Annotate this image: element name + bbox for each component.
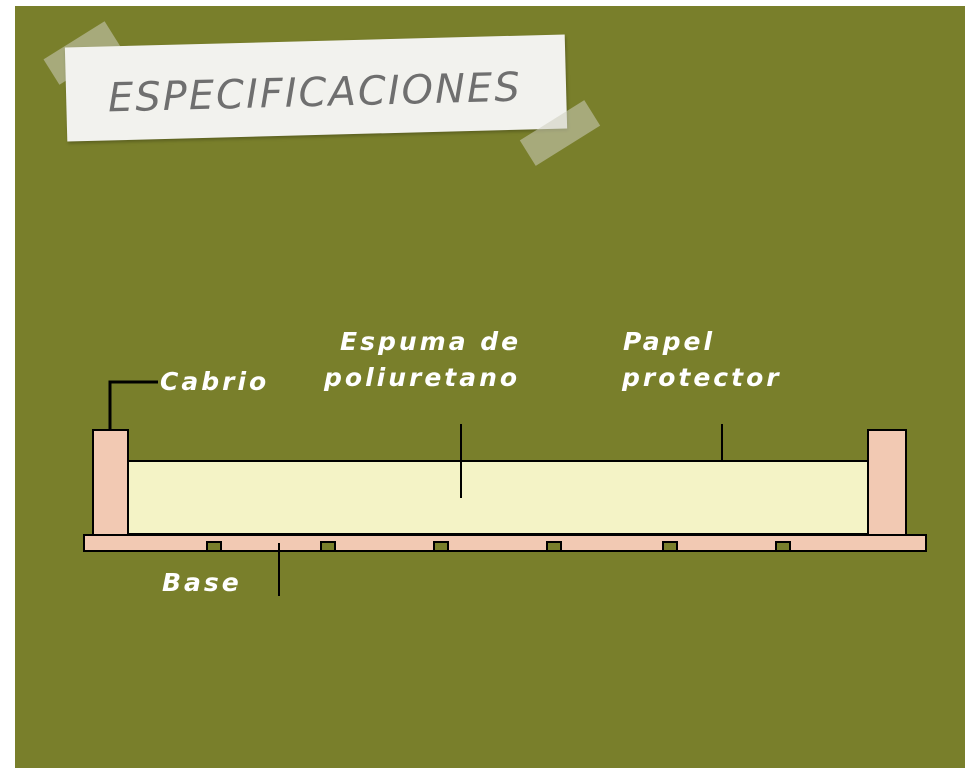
foam-layer [127,460,869,535]
base-grooves [206,541,791,552]
label-base: Base [162,568,242,597]
cabrio-leader-line [108,380,158,430]
rafter-right [867,429,907,537]
label-espuma-line1: Espuma de [340,327,522,356]
label-espuma-line2: poliuretano [324,363,521,392]
label-papel-line1: Papel [623,327,716,356]
rafter-left [92,429,129,537]
base-board [83,534,927,552]
label-papel-line2: protector [622,363,782,392]
label-cabrio: Cabrio [160,367,270,396]
